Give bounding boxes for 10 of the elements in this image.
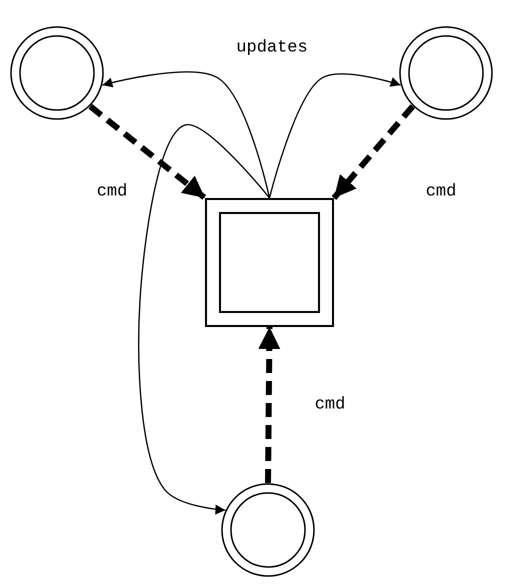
double-circle (221, 483, 315, 577)
arrow (138, 124, 270, 514)
arrow (332, 104, 416, 200)
double-circle (10, 26, 104, 120)
double-circle (399, 26, 493, 120)
double-square (205, 198, 334, 327)
arrow (258, 326, 280, 484)
arrow (102, 71, 270, 198)
arrow (88, 104, 207, 200)
arrow (268, 73, 401, 198)
